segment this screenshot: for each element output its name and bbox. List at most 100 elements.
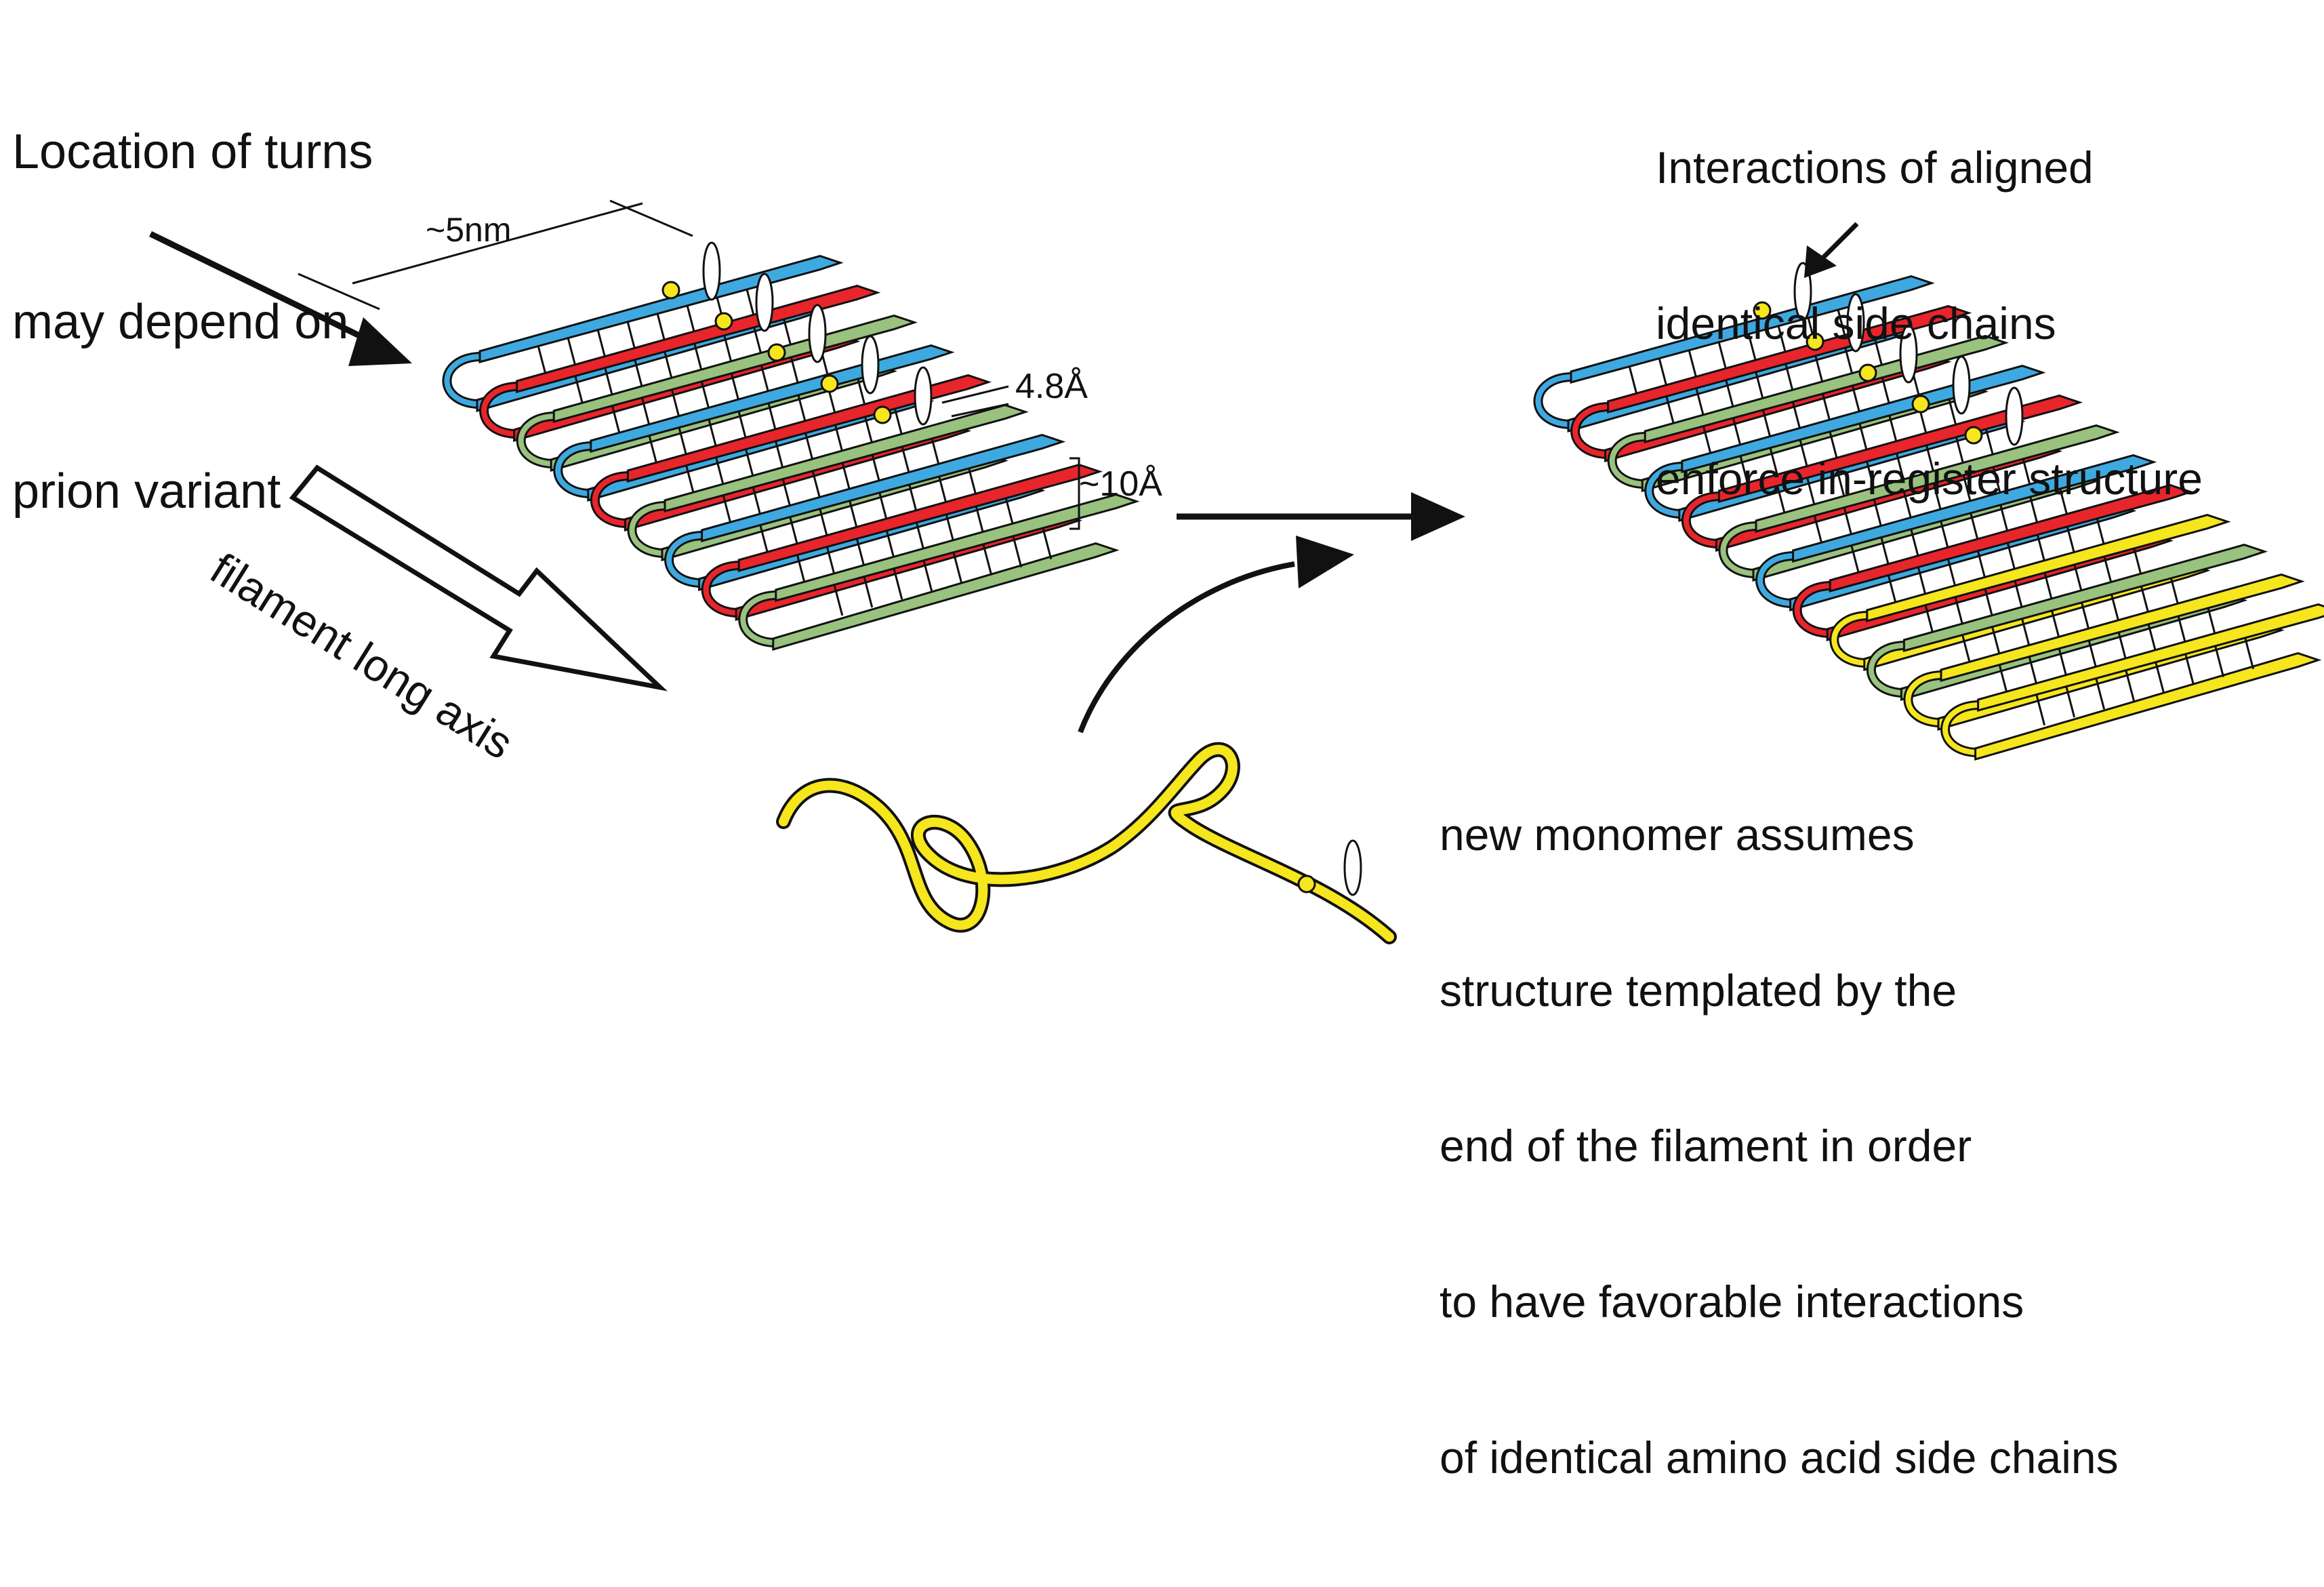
sheet-spacing-bracket — [1069, 457, 1080, 530]
turn-loop — [1646, 464, 1683, 517]
turn-loop — [1757, 553, 1793, 606]
beta-strand — [1829, 484, 2194, 592]
h-bond-hatch — [1887, 574, 1898, 607]
turn-loop — [555, 443, 592, 496]
caption-line: prion variant — [12, 464, 281, 519]
h-bond-hatch — [685, 464, 695, 497]
side-chain-bead — [661, 281, 680, 300]
beta-strand — [478, 255, 844, 363]
turn-loop — [1868, 643, 1904, 696]
turn-loop — [592, 473, 628, 526]
side-chain — [2005, 386, 2024, 446]
h-bond-hatch — [2155, 662, 2165, 694]
filament-axis-arrow — [289, 464, 668, 691]
caption-line: Location of turns — [12, 125, 373, 180]
beta-strand — [772, 542, 1120, 651]
beta-strand — [1792, 454, 2157, 563]
width-dimension — [298, 199, 693, 310]
h-bond-hatch — [1776, 485, 1787, 517]
caption-line: may depend on — [12, 294, 349, 349]
h-bond-hatch — [1843, 506, 1854, 539]
h-bond-hatch — [678, 426, 689, 459]
beta-strand — [701, 434, 1066, 542]
turn-loop — [1942, 702, 1978, 755]
side-chain — [1793, 262, 1812, 321]
beta-strand — [1902, 544, 2268, 652]
strand-spacing-bracket — [941, 385, 1009, 418]
beta-strand — [1866, 514, 2231, 622]
side-chain-bead — [1858, 363, 1877, 382]
caption-line: to have favorable interactions — [1440, 1277, 2024, 1327]
h-bond-hatch — [2214, 645, 2225, 678]
turn-loop — [1831, 613, 1868, 666]
side-chain — [1952, 355, 1971, 415]
h-bond-hatch — [893, 567, 903, 600]
strand-spacing-label: 4.8Å — [1015, 367, 1088, 406]
h-bond-hatch — [574, 375, 585, 407]
side-chain-bead — [767, 343, 786, 362]
h-bond-hatch — [1732, 417, 1742, 449]
beta-strand — [626, 374, 992, 483]
turn-loop — [1794, 583, 1831, 636]
h-bond-hatch — [982, 544, 993, 576]
h-bond-hatch — [714, 456, 725, 489]
h-bond-hatch — [722, 494, 733, 527]
h-bond-hatch — [648, 435, 659, 467]
beta-strand — [737, 464, 1103, 572]
filament-left — [442, 241, 1140, 651]
caption-line: of identical amino acid side chains — [1440, 1432, 2119, 1483]
h-bond-hatch — [833, 584, 844, 616]
growth-arrow — [1177, 492, 1465, 541]
h-bond-hatch — [1998, 664, 2009, 696]
h-bond-hatch — [2244, 637, 2255, 670]
turn-loop — [703, 563, 739, 616]
turn-loop — [1609, 434, 1646, 487]
side-chain-bead — [1806, 332, 1824, 351]
h-bond-hatch — [1769, 447, 1780, 479]
diagram-artwork — [149, 199, 2324, 944]
caption-line: new monomer assumes — [1440, 809, 1915, 860]
turn-loop — [1905, 672, 1942, 725]
turn-loop — [1720, 523, 1757, 576]
h-bond-hatch — [567, 337, 577, 369]
h-bond-hatch — [1702, 425, 1713, 458]
h-bond-hatch — [537, 345, 548, 378]
h-bond-hatch — [796, 554, 807, 586]
h-bond-hatch — [1991, 626, 2001, 658]
h-bond-hatch — [1665, 395, 1676, 428]
caption-line: Interactions of aligned — [1656, 142, 2094, 193]
h-bond-hatch — [1917, 566, 1928, 599]
h-bond-hatch — [1628, 365, 1639, 398]
turn-loop — [481, 384, 517, 437]
h-bond-hatch — [1954, 596, 1965, 628]
side-chain — [1899, 324, 1918, 384]
turns-pointer-arrow — [149, 230, 412, 366]
beta-strand — [1940, 574, 2305, 682]
h-bond-hatch — [789, 516, 800, 548]
h-bond-hatch — [1850, 544, 1861, 577]
caption-line: enforce in-register structure — [1656, 454, 2203, 504]
sheet-spacing-label: ~10Å — [1079, 464, 1162, 504]
side-chain — [914, 366, 933, 426]
side-chain-pointer-arrow — [1804, 222, 1859, 278]
side-chain-bead — [1911, 395, 1930, 414]
h-bond-hatch — [922, 559, 933, 592]
h-bond-hatch — [1695, 387, 1706, 420]
h-bond-hatch — [2095, 677, 2106, 710]
beta-strand — [1974, 652, 2322, 761]
turn-loop — [1535, 374, 1572, 427]
side-chain — [808, 304, 827, 363]
turn-loop — [518, 414, 554, 466]
h-bond-hatch — [752, 486, 762, 519]
h-bond-hatch — [2028, 656, 2039, 688]
side-chain-bead — [820, 374, 839, 393]
side-chain — [861, 335, 880, 395]
unfolded-monomer — [776, 742, 1397, 944]
h-bond-hatch — [2125, 669, 2136, 702]
h-bond-hatch — [1924, 604, 1935, 637]
turn-loop — [666, 533, 702, 586]
h-bond-hatch — [611, 405, 621, 437]
caption-line: end of the filament in order — [1440, 1121, 1972, 1171]
side-chain-bead — [1964, 426, 1983, 445]
side-chain-bead — [1753, 301, 1772, 320]
